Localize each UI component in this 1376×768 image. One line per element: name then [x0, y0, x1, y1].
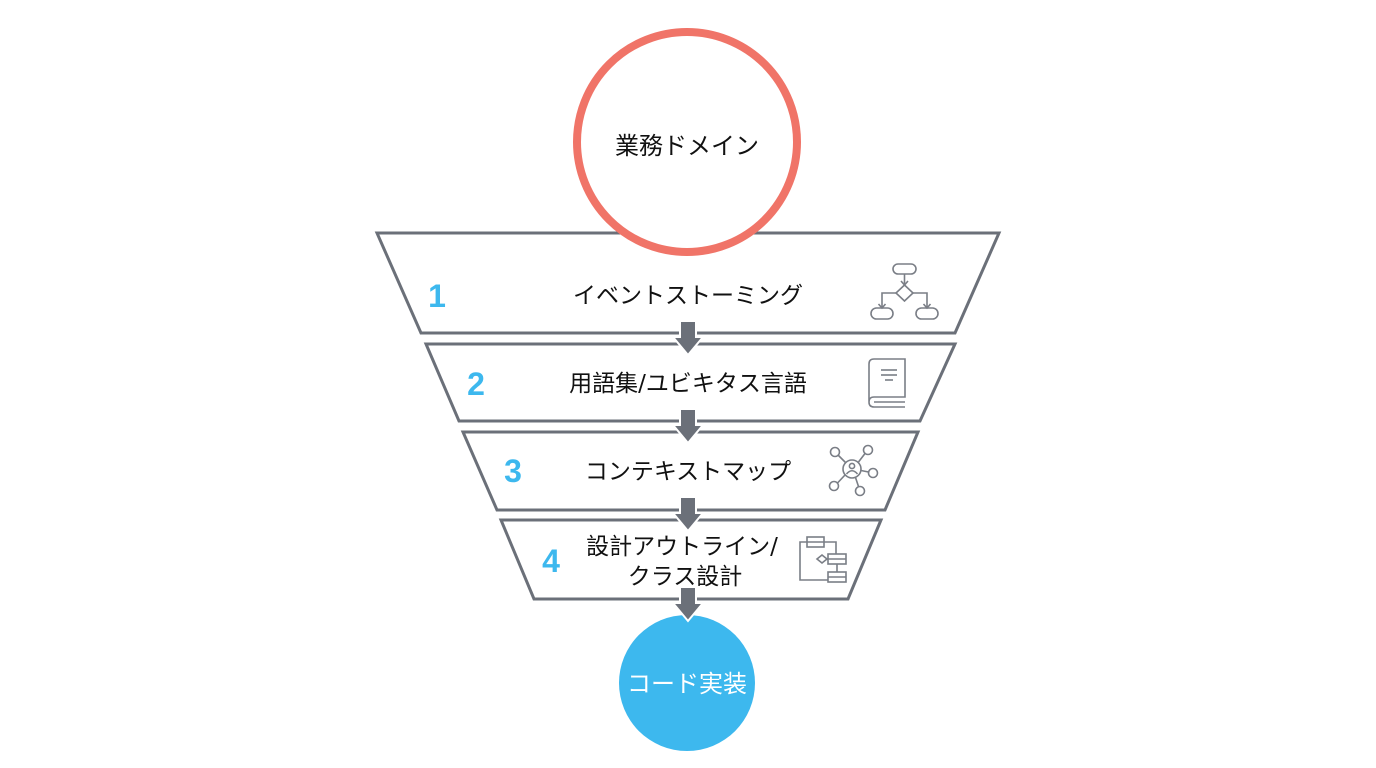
arrow-down-icon [670, 586, 706, 623]
arrow-down-icon [670, 320, 706, 357]
funnel-step-3: 3 コンテキストマップ [460, 430, 921, 512]
funnel-step-4: 4 設計アウトライン/ クラス設計 [498, 518, 884, 601]
domain-circle-label: 業務ドメイン [615, 132, 759, 160]
step-1-shape [374, 231, 1002, 335]
step-2-shape [423, 342, 958, 423]
step-3-shape [460, 430, 921, 512]
domain-circle-shape [573, 28, 801, 256]
step-4-label-line1: 設計アウトライン/ [586, 534, 778, 560]
step-3-number: 3 [504, 453, 522, 489]
step-3-label: コンテキストマップ [585, 459, 791, 485]
funnel-step-2: 2 用語集/ユビキタス言語 [423, 342, 958, 423]
network-hub-icon [828, 444, 879, 497]
step-1-label: イベントストーミング [573, 283, 803, 309]
code-circle: コード実装 [619, 615, 755, 751]
step-4-shape [498, 518, 884, 601]
arrow-down-icon [670, 408, 706, 445]
class-diagram-icon [799, 536, 847, 583]
step-4-label-line2: クラス設計 [628, 564, 743, 590]
book-icon [868, 358, 906, 408]
funnel-step-1: 1 イベントストーミング [374, 231, 1002, 335]
step-2-number: 2 [467, 366, 485, 402]
step-2-label: 用語集/ユビキタス言語 [569, 371, 807, 397]
step-4-number: 4 [542, 543, 560, 579]
arrow-down-icon [670, 496, 706, 533]
domain-circle: 業務ドメイン [573, 28, 801, 256]
step-1-number: 1 [428, 278, 446, 314]
code-circle-shape [619, 615, 755, 751]
flowchart-icon [870, 263, 939, 320]
code-circle-label: コード実装 [627, 670, 747, 698]
